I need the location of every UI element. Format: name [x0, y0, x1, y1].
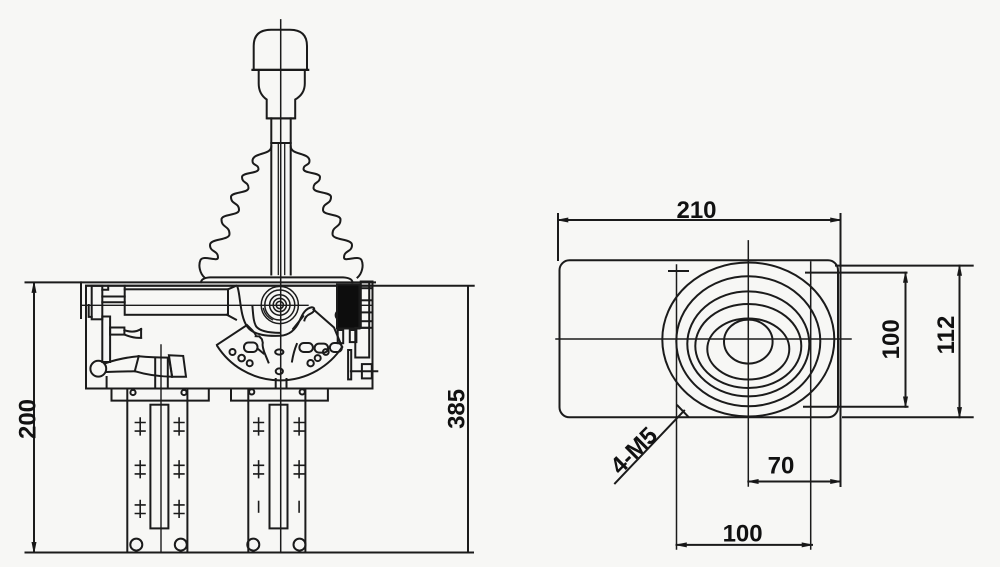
svg-text:385: 385	[444, 389, 471, 429]
svg-text:210: 210	[676, 197, 716, 224]
svg-text:200: 200	[15, 399, 42, 439]
svg-text:100: 100	[878, 319, 905, 359]
svg-text:4-M5: 4-M5	[605, 422, 663, 480]
svg-text:70: 70	[768, 452, 795, 479]
svg-text:112: 112	[933, 316, 960, 355]
svg-text:100: 100	[723, 521, 763, 548]
